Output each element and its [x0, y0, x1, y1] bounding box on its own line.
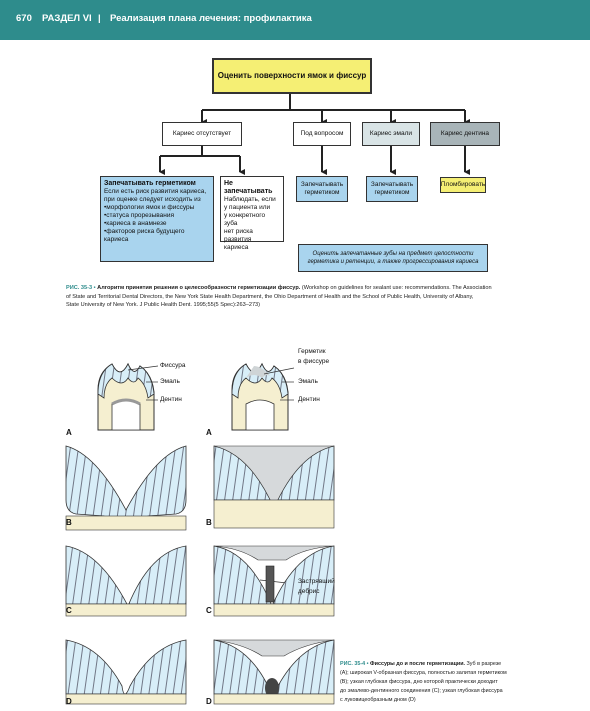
fissure-panel-right-b — [213, 445, 335, 529]
caption-text: (B); узкая глубокая фиссура, дно которой… — [340, 679, 498, 685]
flowchart-connectors — [159, 94, 470, 175]
section-label: РАЗДЕЛ VI — [42, 13, 92, 24]
label-fissure: Фиссура — [160, 362, 186, 369]
branch-enamel: Кариес эмали — [362, 122, 420, 146]
caption-title: Алгоритм принятия решения о целесообразн… — [95, 285, 301, 291]
outcome-dentin-text: Пломбировать — [440, 181, 486, 188]
tooth-cross-section-right — [231, 362, 289, 431]
caption-text: с луковицеобразным дном (D) — [340, 697, 416, 703]
note-line: герметика и ретенции, а также прогрессир… — [307, 259, 479, 265]
label-enamel-right: Эмаль — [298, 378, 318, 385]
outcome-line: герметиком — [374, 189, 410, 196]
page-number: 670 — [16, 13, 32, 24]
panel-letter-a-left: A — [66, 428, 72, 437]
fissure-panel-left-d — [65, 639, 187, 705]
no-seal-box-title: Не запечатывать — [224, 180, 273, 195]
caption-text: (A); широкая V-образная фиссура, полност… — [340, 670, 507, 676]
caption-text: до эмалево-дентинного соединения (C); уз… — [340, 688, 503, 694]
fissure-panel-right-c — [213, 545, 335, 617]
seal-box-title: Запечатывать герметиком — [104, 180, 196, 187]
branch-questionable-text: Под вопросом — [300, 130, 344, 137]
outcome-line: Запечатывать — [300, 181, 344, 188]
seal-box-line: Если есть риск развития кариеса, — [104, 188, 207, 195]
branch-dentin: Кариес дентина — [430, 122, 500, 146]
caption-label: РИС. 35-3 • — [66, 285, 96, 291]
label-enamel-left: Эмаль — [160, 378, 180, 385]
seal-box-line: •факторов риска будущего — [104, 228, 185, 235]
seal-box-line: при оценке следует исходить из — [104, 196, 201, 203]
outcome-questionable-seal: Запечатывать герметиком — [296, 176, 348, 202]
branch-dentin-text: Кариес дентина — [440, 130, 490, 137]
figure-caption-35-3: РИС. 35-3 • Алгоритм принятия решения о … — [66, 284, 536, 310]
fissure-panel-left-b — [65, 445, 187, 531]
root-assess-box: Оценить поверхности ямок и фиссур — [212, 58, 372, 94]
label-sealant-2: в фиссуре — [298, 358, 330, 365]
no-seal-box-line: Наблюдать, если — [224, 196, 276, 203]
outcome-dentin-restore: Пломбировать — [440, 177, 486, 193]
caption-text: (Workshop on guidelines for sealant use:… — [300, 285, 492, 291]
caption-text: of State and Territorial Dental Director… — [66, 293, 474, 300]
branch-enamel-text: Кариес эмали — [369, 130, 413, 137]
panel-letter-b-right: B — [206, 518, 212, 527]
caption-label: РИС. 35-4 • — [340, 661, 369, 667]
caption-text: Зуб в разрезе — [465, 661, 502, 667]
figure-caption-35-4: РИС. 35-4 • Фиссуры до и после герметиза… — [340, 660, 586, 705]
outcome-line: герметиком — [304, 189, 340, 196]
branch-no-caries: Кариес отсутствует — [162, 122, 242, 146]
outcome-line: Запечатывать — [370, 181, 414, 188]
no-seal-box-line: нет риска развития — [224, 228, 253, 243]
note-line: Оценить запечатанные зубы на предмет цел… — [312, 251, 474, 257]
no-seal-box-line: кариеса — [224, 244, 249, 251]
fissure-panel-right-d — [213, 639, 335, 705]
no-seal-box-line: у пациента или — [224, 204, 271, 211]
panel-letter-a-right: A — [206, 428, 212, 437]
root-assess-text: Оценить поверхности ямок и фиссур — [217, 71, 367, 80]
label-debris-1: Застрявший — [298, 578, 335, 585]
panel-letter-b-left: B — [66, 518, 72, 527]
seal-box-line: •морфологии ямок и фиссуры — [104, 204, 195, 211]
evaluation-note-box: Оценить запечатанные зубы на предмет цел… — [298, 244, 488, 272]
label-sealant-1: Герметик — [298, 348, 326, 355]
seal-box-line: •статуса прорезывания — [104, 212, 175, 219]
seal-box-line: •кариеса в анамнезе — [104, 220, 167, 227]
page-header: 670 РАЗДЕЛ VI | Реализация плана лечения… — [0, 0, 590, 40]
panel-letter-c-left: C — [66, 606, 72, 615]
panel-letter-d-right: D — [206, 697, 212, 706]
no-seal-box-line: у конкретного зуба — [224, 212, 266, 227]
seal-box-line: кариеса — [104, 236, 129, 243]
caption-title: Фиссуры до и после герметизации. — [368, 661, 466, 667]
label-debris-2: дебрис — [298, 588, 320, 595]
branch-no-caries-text: Кариес отсутствует — [172, 130, 232, 137]
tooth-cross-section-left — [97, 362, 155, 431]
label-dentin-right: Дентин — [298, 396, 320, 403]
seal-box: Запечатывать герметиком Если есть риск р… — [100, 176, 214, 262]
panel-letter-c-right: C — [206, 606, 212, 615]
label-dentin-left: Дентин — [160, 396, 182, 403]
chapter-title: Реализация плана лечения: профилактика — [110, 13, 312, 24]
no-seal-box: Не запечатывать Наблюдать, если у пациен… — [220, 176, 284, 251]
header-separator: | — [98, 13, 101, 24]
caption-text: State University of New York. J Public H… — [66, 302, 261, 309]
panel-letter-d-left: D — [66, 697, 72, 706]
branch-questionable: Под вопросом — [293, 122, 351, 146]
fissure-panel-left-c — [65, 545, 187, 617]
outcome-enamel-seal: Запечатывать герметиком — [366, 176, 418, 202]
